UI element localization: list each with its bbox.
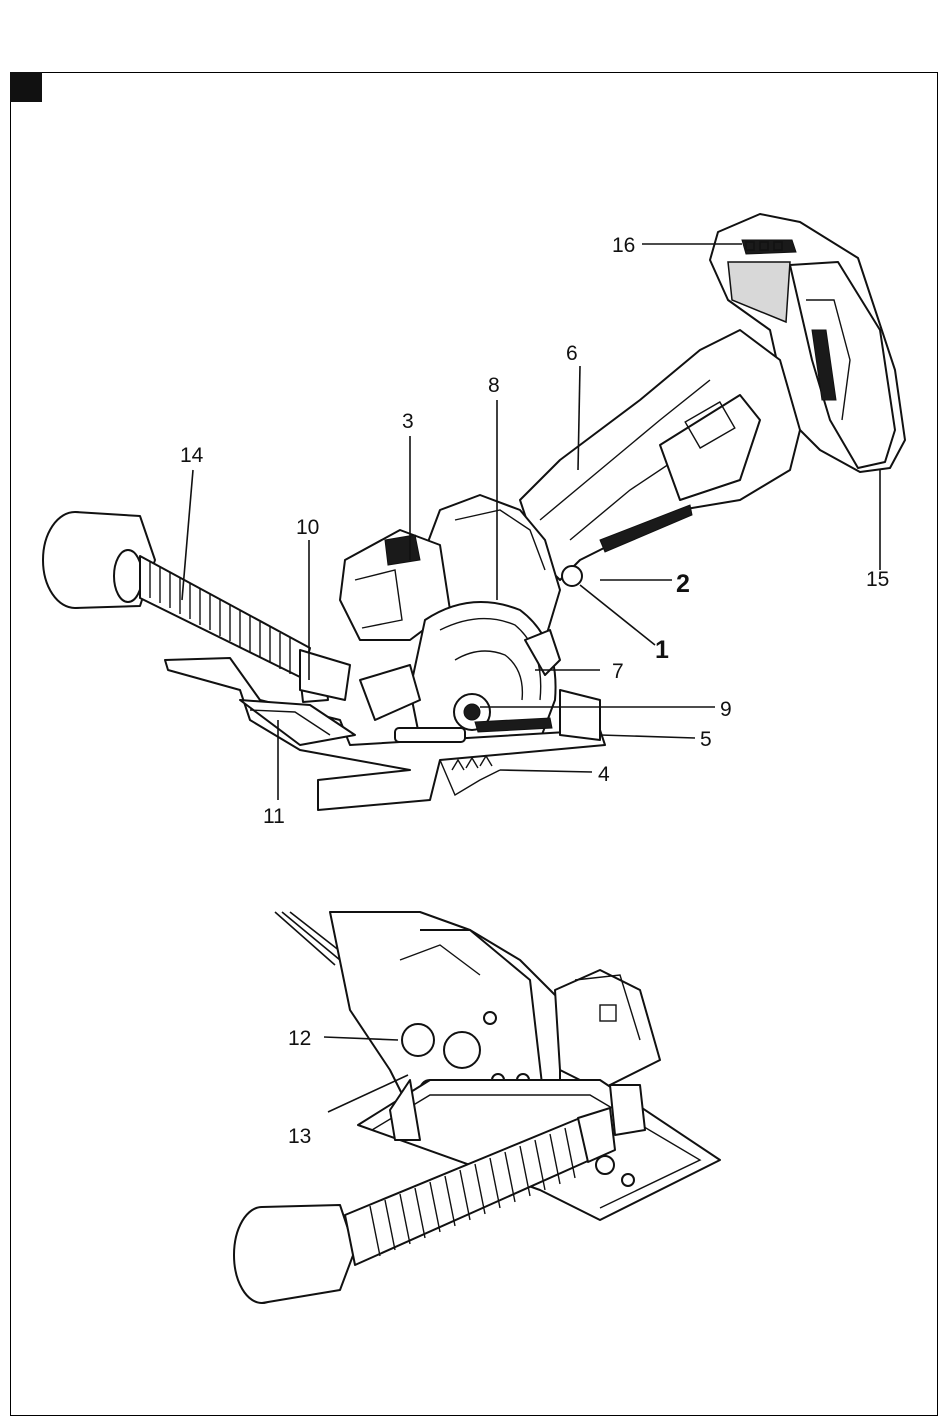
label-11: 11 [263,805,285,828]
label-3: 3 [402,410,414,433]
label-12: 12 [288,1027,311,1050]
label-16: 16 [612,234,635,257]
label-5: 5 [700,728,712,751]
label-6: 6 [566,342,578,365]
label-2: 2 [676,570,690,598]
label-14: 14 [180,444,204,467]
label-15: 15 [866,568,889,591]
label-10: 10 [296,516,319,539]
saw-bottom-illustration [234,912,720,1303]
label-13: 13 [288,1125,311,1148]
label-1: 1 [655,636,669,664]
label-9: 9 [720,698,732,721]
label-8: 8 [488,374,500,397]
label-4: 4 [598,763,610,786]
handle [520,330,800,586]
label-7: 7 [612,660,624,683]
saw-top-illustration [43,214,905,810]
